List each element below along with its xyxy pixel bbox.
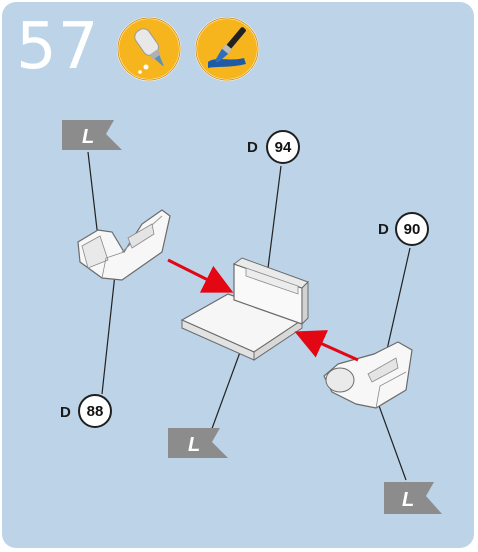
flag-label: L [82, 126, 94, 148]
arrow-right-to-center [300, 334, 358, 360]
flag-center-bottom: L [168, 428, 228, 458]
instruction-panel: 57 [2, 2, 474, 548]
leader-line-90 [386, 248, 410, 354]
flag-label: L [188, 434, 200, 456]
part-center-d94 [182, 258, 308, 360]
part-left-d88 [78, 210, 170, 280]
part-prefix-88: D [60, 404, 71, 421]
leader-line-88 [102, 274, 115, 394]
flag-label: L [402, 489, 414, 511]
leader-line-94 [268, 166, 281, 268]
flag-top-left: L [62, 120, 122, 150]
assembly-diagram: L L L [2, 2, 474, 548]
part-prefix-94: D [247, 139, 258, 156]
part-number-94: 94 [266, 130, 300, 164]
part-number-90: 90 [395, 212, 429, 246]
flag-bottom-right: L [384, 482, 442, 514]
leader-line-center [210, 344, 243, 434]
part-number-88: 88 [78, 394, 112, 428]
leader-line-top-left [88, 152, 98, 238]
part-prefix-90: D [378, 221, 389, 238]
arrow-left-to-center [168, 260, 228, 290]
